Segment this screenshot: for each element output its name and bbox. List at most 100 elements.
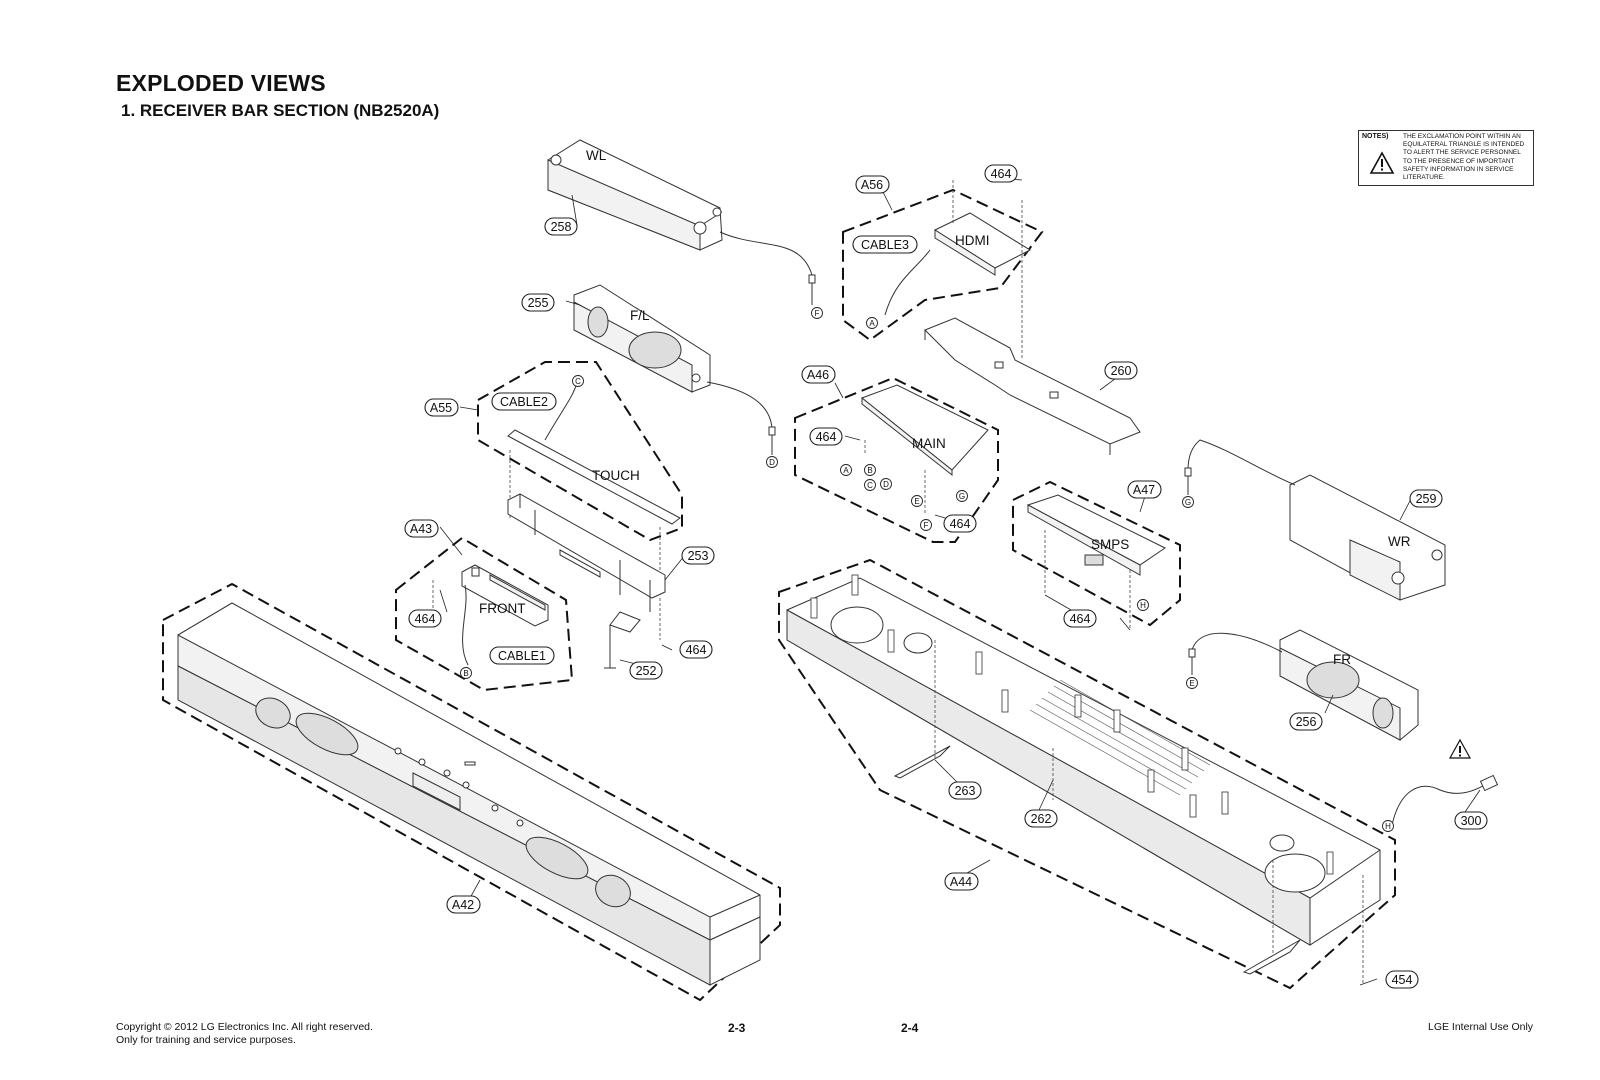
connector-a-cable3: A	[866, 317, 878, 329]
smps-pcb-a47	[1012, 480, 1181, 630]
connector-c-main: C	[864, 479, 876, 491]
connector-d-fl: D	[766, 456, 778, 468]
callout-252: 252	[629, 661, 663, 680]
callout-464-main-left-text: 464	[816, 430, 837, 444]
callout-300-text: 300	[1461, 814, 1482, 828]
main-pcb-a46	[794, 376, 999, 543]
callout-a46-text: A46	[807, 368, 829, 382]
svg-text:B: B	[867, 466, 872, 475]
svg-text:D: D	[769, 458, 775, 467]
bracket-253	[507, 493, 666, 612]
hdmi-pcb-a56	[842, 180, 1044, 360]
callout-a55: A55	[424, 398, 459, 417]
part-label-hdmi: HDMI	[955, 233, 990, 248]
callout-cable2-text: CABLE2	[500, 395, 548, 409]
callout-253-text: 253	[688, 549, 709, 563]
callout-464-bracket-text: 464	[686, 643, 707, 657]
rear-cabinet-a44	[778, 558, 1396, 990]
callout-a44-text: A44	[950, 875, 972, 889]
callout-263: 263	[948, 781, 982, 800]
part-label-touch: TOUCH	[592, 468, 640, 483]
connector-f-wl: F	[811, 307, 823, 319]
section-subtitle: 1. RECEIVER BAR SECTION (NB2520A)	[121, 101, 440, 120]
connector-g-wr: G	[1182, 496, 1194, 508]
callout-464-main-bottom: 464	[943, 514, 977, 533]
callout-454-text: 454	[1392, 973, 1413, 987]
callout-a56-text: A56	[861, 178, 883, 192]
callout-cable1-text: CABLE1	[498, 649, 546, 663]
training-text: Only for training and service purposes.	[116, 1034, 296, 1046]
callout-464-front: 464	[408, 609, 442, 628]
callout-252-text: 252	[636, 664, 657, 678]
page-title: EXPLODED VIEWS	[116, 70, 326, 96]
callout-260-text: 260	[1111, 364, 1132, 378]
callout-a56: A56	[855, 175, 890, 194]
chassis-plate-260	[924, 317, 1141, 455]
svg-text:G: G	[1185, 498, 1191, 507]
svg-text:A: A	[843, 466, 849, 475]
connector-c-cable2: C	[572, 375, 584, 387]
callout-464-main-bottom-text: 464	[950, 517, 971, 531]
notes-label: NOTES)	[1362, 133, 1389, 140]
callout-a42: A42	[446, 895, 481, 914]
svg-text:F: F	[924, 521, 929, 530]
woofer-right-wr	[1184, 439, 1446, 601]
callout-260: 260	[1104, 361, 1138, 380]
callout-a46: A46	[801, 365, 836, 384]
callout-464-hdmi: 464	[984, 164, 1018, 183]
page-number-right: 2-4	[901, 1021, 919, 1035]
svg-text:E: E	[1189, 679, 1194, 688]
callout-a44: A44	[944, 872, 979, 891]
copyright-text: Copyright © 2012 LG Electronics Inc. All…	[116, 1021, 373, 1033]
callout-464-front-text: 464	[415, 612, 436, 626]
callout-cable3-text: CABLE3	[861, 238, 909, 252]
callout-300: 300	[1454, 811, 1488, 830]
svg-text:E: E	[914, 497, 919, 506]
callout-cable3: CABLE3	[852, 235, 918, 254]
connector-a-main: A	[840, 464, 852, 476]
callout-259: 259	[1409, 489, 1443, 508]
callout-255: 255	[521, 293, 555, 312]
copyright-footer: Copyright © 2012 LG Electronics Inc. All…	[116, 1021, 373, 1047]
callout-a55-text: A55	[430, 401, 452, 415]
callout-464-smps: 464	[1063, 609, 1097, 628]
callout-454: 454	[1385, 970, 1419, 989]
connector-f-main: F	[920, 519, 932, 531]
connector-g-main: G	[956, 490, 968, 502]
svg-text:C: C	[575, 377, 581, 386]
callout-255-text: 255	[528, 296, 549, 310]
callout-258: 258	[544, 217, 578, 236]
callout-a47: A47	[1127, 480, 1162, 499]
page-number-left: 2-3	[728, 1021, 746, 1035]
callout-263-text: 263	[955, 784, 976, 798]
connector-h-cord: H	[1382, 820, 1394, 832]
speaker-front-left-fl	[573, 284, 776, 455]
svg-text:A: A	[869, 319, 875, 328]
callout-253: 253	[681, 546, 715, 565]
front-grille-a42	[162, 582, 781, 1002]
svg-text:H: H	[1140, 601, 1146, 610]
callout-464-hdmi-text: 464	[991, 167, 1012, 181]
part-label-fl: F/L	[630, 308, 650, 323]
warning-triangle-icon	[1369, 151, 1395, 174]
speaker-front-right-fr	[1188, 629, 1419, 741]
front-pcb-a43	[395, 536, 661, 692]
svg-text:D: D	[883, 480, 889, 489]
callout-a43-text: A43	[410, 522, 432, 536]
callout-256: 256	[1289, 712, 1323, 731]
connector-e-main: E	[911, 495, 923, 507]
part-label-main: MAIN	[912, 436, 946, 451]
bracket-252	[604, 611, 641, 669]
connector-d-main: D	[880, 478, 892, 490]
woofer-left-wl	[547, 139, 816, 305]
callout-256-text: 256	[1296, 715, 1317, 729]
connector-b-main: B	[864, 464, 876, 476]
part-label-front: FRONT	[479, 601, 526, 616]
callout-a47-text: A47	[1133, 483, 1155, 497]
connector-e-fr: E	[1186, 677, 1198, 689]
callout-262: 262	[1024, 809, 1058, 828]
callout-cable2: CABLE2	[491, 392, 557, 411]
svg-text:F: F	[815, 309, 820, 318]
callout-258-text: 258	[551, 220, 572, 234]
part-label-wr: WR	[1388, 534, 1411, 549]
